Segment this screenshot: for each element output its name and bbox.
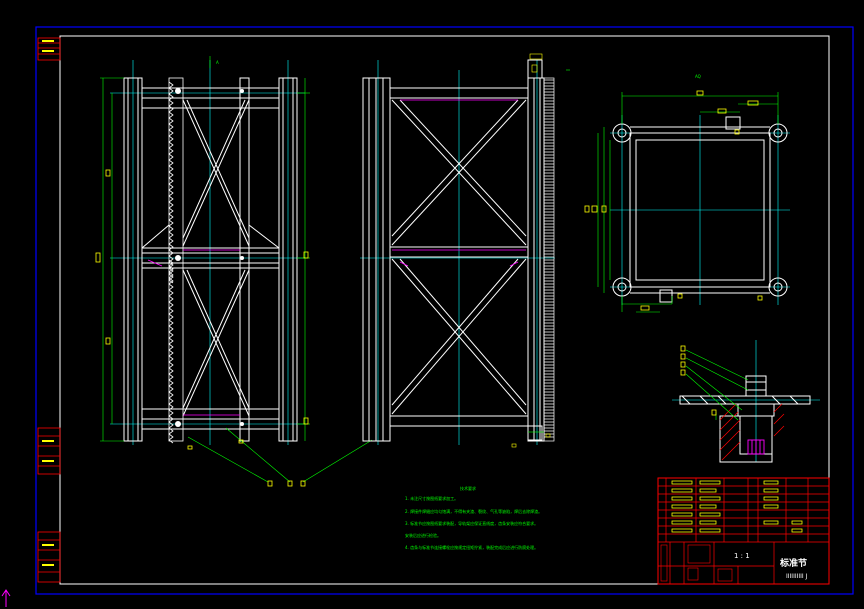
front-chords <box>123 77 298 442</box>
front-diagonals <box>141 99 280 417</box>
detail-leaders <box>685 349 749 421</box>
side-hidden-lines <box>392 99 526 267</box>
title-block: 1 : 1 标准节 IIIIIIIIII J <box>657 477 830 585</box>
side-diagonals <box>391 99 527 415</box>
tech-notes-title: 技术要求 <box>460 485 476 491</box>
detail-balloon-marks <box>680 345 717 416</box>
tech-note-4: 4. 齿条与标准节连接螺栓应按规定扭矩拧紧，装配完成后应进行防腐处理。 <box>405 544 538 550</box>
front-view-label: A <box>216 60 219 65</box>
top-dim-text-marks <box>584 90 763 311</box>
front-horizontals <box>141 87 280 430</box>
detail-centerlines <box>672 340 820 462</box>
side-horizontals <box>389 87 529 427</box>
left-margin-text-marks <box>42 40 54 566</box>
front-view: A <box>95 56 373 487</box>
tech-note-3: 3. 标准节应按图纸要求装配，导轨架应保证直线度，齿条安装应符合要求。 <box>405 520 538 526</box>
technical-notes: 技术要求 1. 未注尺寸按图纸要求加工。 2. 焊接件焊缝应均匀饱满，不得有夹渣… <box>405 485 542 550</box>
side-dimensions <box>511 53 570 448</box>
title-block-grid <box>658 478 829 584</box>
drawing-number: IIIIIIIIII J <box>786 573 808 580</box>
tech-note-2: 2. 焊接件焊缝应均匀饱满，不得有夹渣、裂纹、气孔等缺陷，焊后去除焊渣。 <box>405 508 542 514</box>
detail-bolt <box>719 375 775 463</box>
detail-nut-section <box>747 439 765 455</box>
corner-arrow-head <box>1 589 11 597</box>
side-rack-teeth <box>543 77 555 442</box>
tech-note-3b: 安装后应进行检验。 <box>405 532 441 538</box>
front-hidden-lines <box>147 249 240 416</box>
front-rack <box>168 77 184 444</box>
front-dim-text-marks <box>95 169 309 487</box>
side-centerlines <box>360 60 555 445</box>
drawing-frame <box>1 26 854 607</box>
left-margin-stubs <box>37 37 61 583</box>
top-frame <box>612 116 788 303</box>
detail-view <box>672 340 820 463</box>
side-view <box>360 53 570 448</box>
top-view-label: AQ <box>695 74 701 79</box>
title-block-text-marks <box>671 480 803 533</box>
detail-hatching <box>719 403 785 461</box>
drawing-title: 标准节 <box>779 557 807 569</box>
tech-note-1: 1. 未注尺寸按图纸要求加工。 <box>405 495 458 501</box>
top-centerlines <box>610 115 790 305</box>
front-nodes <box>175 88 244 427</box>
scale-text: 1 : 1 <box>734 552 750 560</box>
title-block-red-notes <box>660 544 733 582</box>
top-view: AQ <box>584 74 790 313</box>
